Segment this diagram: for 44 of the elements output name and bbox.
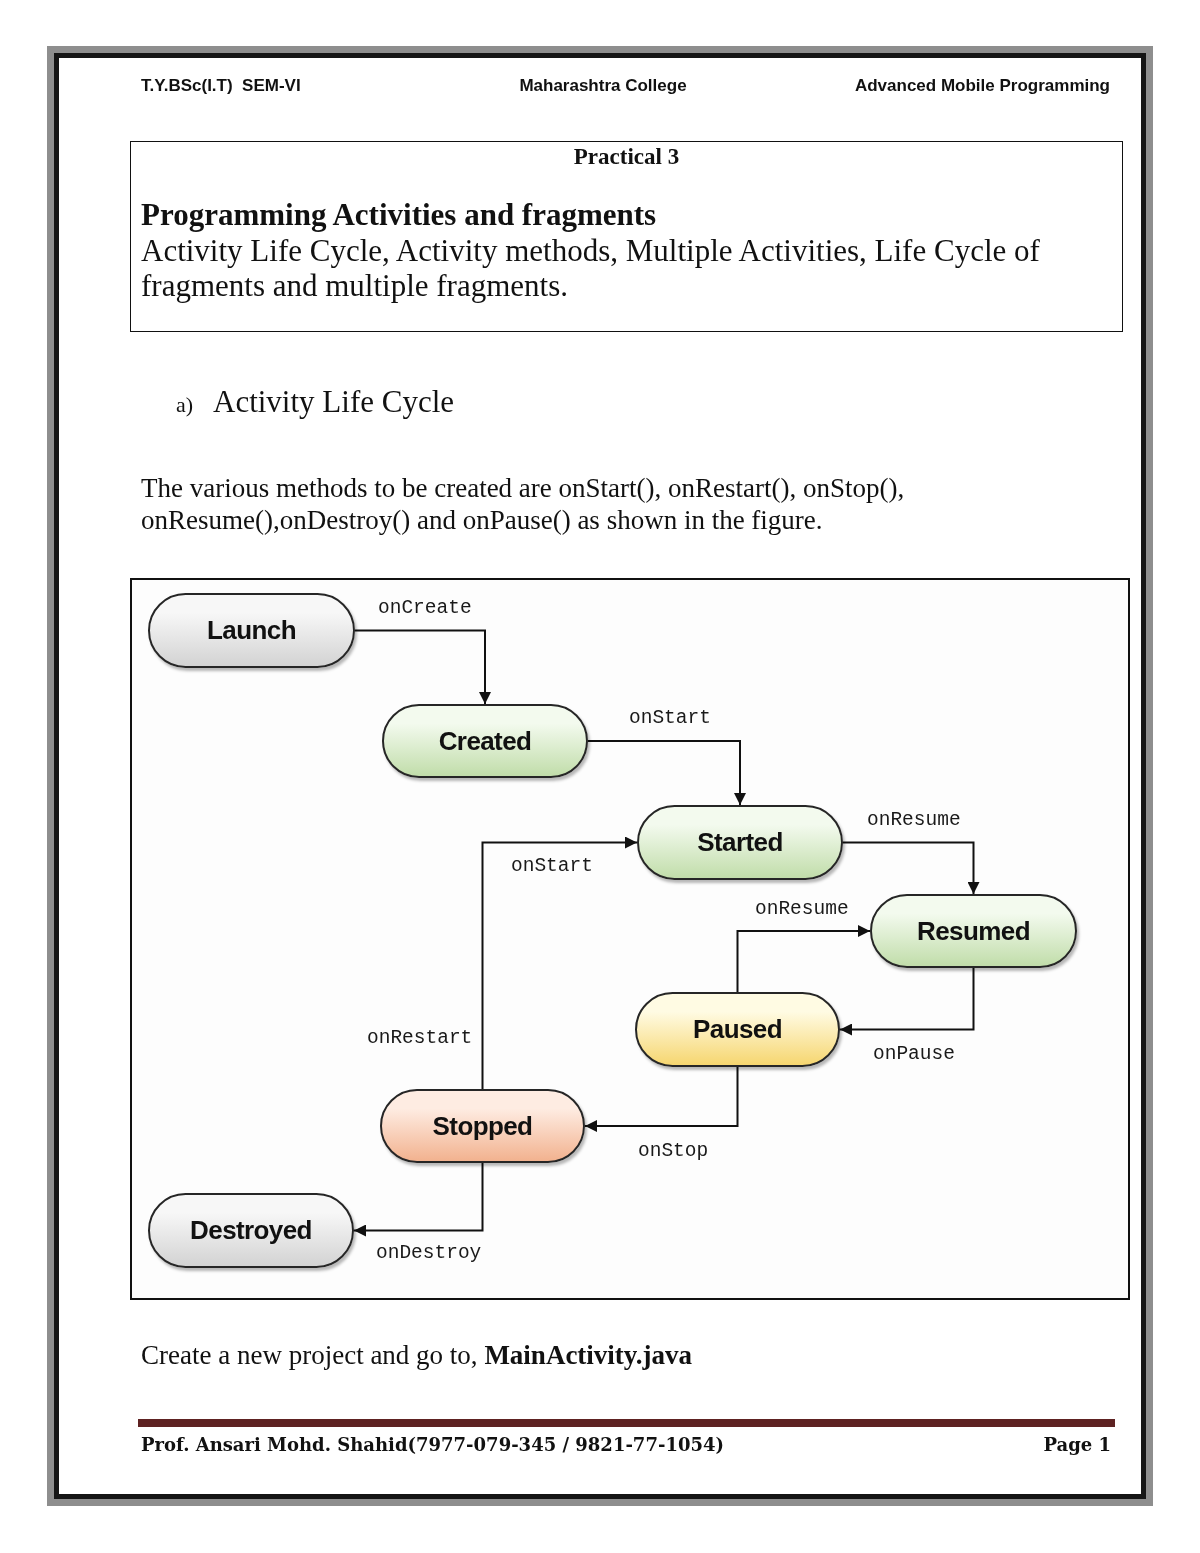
- edge-label: onRestart: [367, 1027, 473, 1049]
- list-marker: a): [176, 392, 194, 418]
- section-title: Programming Activities and fragments: [141, 198, 657, 232]
- connector-arrow: [354, 629, 491, 705]
- edge-label: onResume: [755, 898, 849, 920]
- edge-label: onResume: [867, 809, 961, 831]
- state-node: [382, 704, 588, 778]
- edge-label: onStop: [638, 1140, 709, 1162]
- state-name: Stopped: [432, 1110, 533, 1142]
- footer-text: Prof. Ansari Mohd. Shahid(7977-079-345 / 9821-77-1054): [141, 1434, 724, 1456]
- state-name: Launch: [207, 615, 296, 646]
- state-node: [148, 593, 355, 668]
- connector-arrow: [842, 841, 980, 895]
- state-name: Started: [697, 827, 783, 858]
- edge-label: onCreate: [378, 597, 472, 619]
- heading-box: [130, 141, 1123, 332]
- state-node: [380, 1089, 585, 1163]
- connector-arrow: [736, 925, 871, 993]
- practical-number: Practical 3: [573, 144, 680, 170]
- connector-arrow: [839, 967, 975, 1036]
- method-label: onStart: [511, 855, 593, 877]
- page-number: Page 1: [1043, 1434, 1111, 1456]
- edge-label: onStart: [629, 707, 711, 729]
- state-name: Resumed: [917, 915, 1030, 947]
- body-text: Create a new project and go to, MainActivity.java: [141, 1339, 694, 1371]
- running-header: Maharashtra College: [519, 76, 687, 96]
- state-node: [870, 894, 1077, 968]
- connector-arrow: [584, 1066, 739, 1132]
- running-header: T.Y.BSc(I.T) SEM-VI: [141, 76, 301, 96]
- connector-arrow: [481, 836, 638, 1090]
- body-text: The various methods to be created are onStart(), onRestart(), onStop(), onResume(),onDestroy() and onPause() as shown in the figure.: [141, 472, 906, 536]
- state-name: Paused: [693, 1014, 782, 1045]
- section-heading: Activity Life Cycle: [213, 385, 455, 419]
- state-node: [637, 805, 843, 880]
- running-header: Advanced Mobile Programming: [854, 76, 1110, 96]
- state-node: [635, 992, 840, 1067]
- state-node: [148, 1193, 354, 1268]
- topic-list: Activity Life Cycle, Activity methods, Multiple Activities, Life Cycle of fragments and multiple fragments.: [141, 233, 1112, 303]
- connector-arrow: [587, 740, 746, 806]
- edge-label: onPause: [873, 1043, 955, 1065]
- edge-label: onDestroy: [376, 1242, 482, 1264]
- state-name: Created: [438, 725, 532, 757]
- state-name: Destroyed: [190, 1215, 312, 1246]
- connector-arrow: [353, 1162, 484, 1237]
